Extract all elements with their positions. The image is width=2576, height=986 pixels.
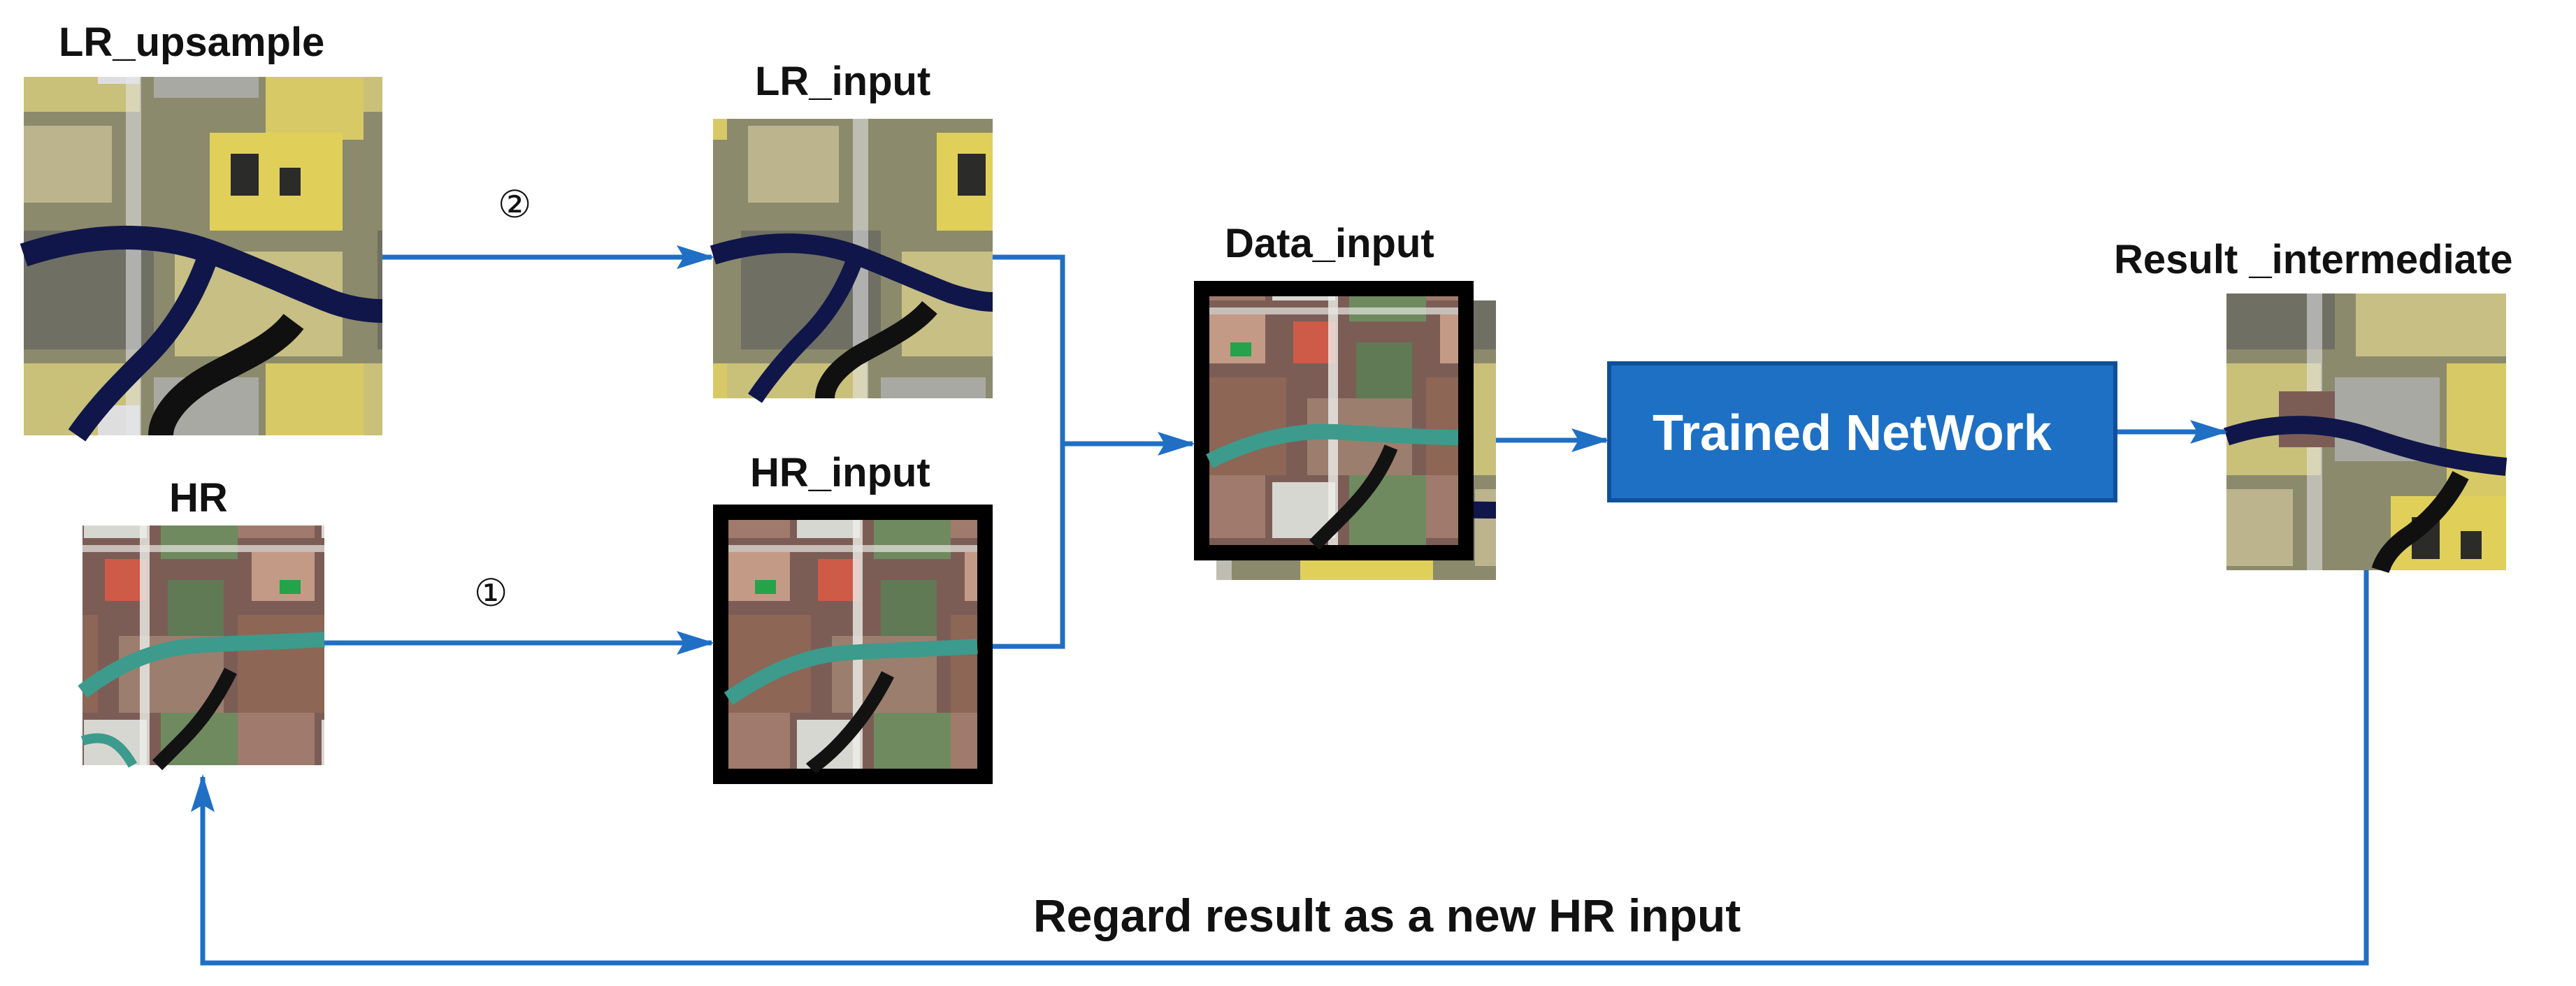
hr-image [78, 525, 325, 771]
trained-network-label: Trained NetWork [1653, 405, 2052, 461]
label-data-input: Data_input [1225, 221, 1434, 266]
hr-input-image [713, 505, 993, 784]
arrow-feedback-loop [191, 570, 2369, 966]
result-intermediate-image [2223, 293, 2507, 574]
label-hr: HR [169, 475, 228, 521]
step-two-marker: ② [498, 184, 532, 226]
feedback-loop-label: Regard result as a new HR input [1033, 890, 1741, 941]
data-input-images [1194, 281, 1497, 580]
step-one-marker: ① [474, 572, 508, 614]
trained-network-box [1607, 361, 2117, 502]
lr-input-image [710, 119, 993, 403]
label-lr-upsample: LR_upsample [59, 20, 325, 65]
lr-upsample-image [20, 77, 383, 442]
label-hr-input: HR_input [750, 450, 930, 495]
connector-inputs-to-data-input [993, 254, 1195, 649]
label-result-intermediate: Result _intermediate [2114, 237, 2513, 282]
label-lr-input: LR_input [755, 59, 931, 104]
